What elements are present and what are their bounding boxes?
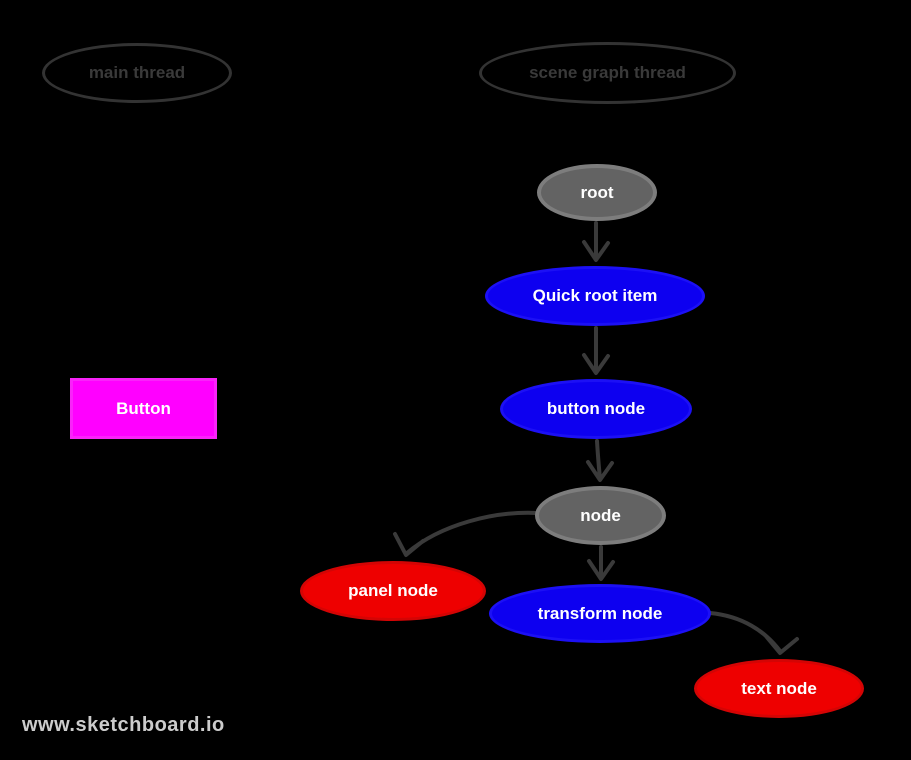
node-button-node[interactable]: button node — [500, 379, 692, 439]
node-transform-node-label: transform node — [537, 603, 663, 623]
node-quick-root-item[interactable]: Quick root item — [485, 266, 705, 326]
thread-ellipse-scene-graph[interactable]: scene graph thread — [479, 42, 736, 104]
edge-node-to-transform-node[interactable] — [587, 545, 615, 581]
node-text-node[interactable]: text node — [694, 659, 864, 718]
node-root-label: root — [580, 182, 614, 202]
edge-root-to-quick-root-item[interactable] — [582, 221, 610, 262]
sketchboard-watermark: www.sketchboard.io — [22, 714, 225, 736]
thread-main-label: main thread — [88, 63, 186, 82]
thread-scene-graph-label: scene graph thread — [529, 63, 686, 82]
edge-node-to-panel-node[interactable] — [393, 510, 539, 557]
node-panel-node-label: panel node — [348, 581, 438, 600]
node-node[interactable]: node — [535, 486, 666, 545]
node-button-node-label: button node — [546, 399, 646, 418]
edge-quick-root-item-to-button-node[interactable] — [582, 326, 610, 375]
button-shape-label: Button — [116, 398, 171, 418]
button-shape[interactable]: Button — [70, 378, 217, 439]
node-node-label: node — [580, 505, 621, 525]
thread-ellipse-main[interactable]: main thread — [42, 43, 232, 103]
edge-button-node-to-node[interactable] — [586, 439, 614, 482]
node-transform-node[interactable]: transform node — [489, 584, 711, 643]
node-root[interactable]: root — [537, 164, 657, 221]
edge-transform-node-to-text-node[interactable] — [708, 611, 799, 655]
node-panel-node[interactable]: panel node — [300, 561, 486, 621]
node-text-node-label: text node — [741, 678, 817, 698]
node-quick-root-item-label: Quick root item — [532, 286, 658, 305]
